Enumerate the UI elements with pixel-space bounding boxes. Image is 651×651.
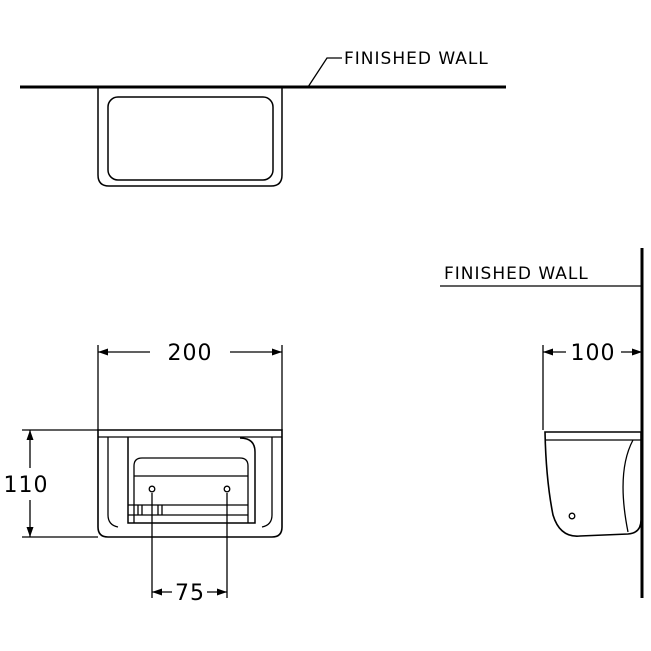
- finished-wall-label-top: FINISHED WALL: [344, 49, 489, 69]
- height-dimension-label: 110: [4, 473, 49, 498]
- side-view-body-outline: [544, 431, 642, 537]
- side-view-front-curve: [622, 439, 634, 533]
- hole-spacing-label: 75: [175, 581, 205, 606]
- leader-line-top: [307, 57, 342, 88]
- front-view-recess-inner: [133, 457, 249, 523]
- top-view-outer-outline: [97, 88, 283, 187]
- front-view: [22, 345, 283, 598]
- top-view-inner-recess: [107, 96, 274, 181]
- front-view-outer-body: [97, 429, 283, 538]
- side-view: [440, 248, 644, 598]
- width-dimension-label: 200: [168, 341, 213, 366]
- front-view-left-wing: [107, 437, 119, 528]
- finished-wall-label-side: FINISHED WALL: [444, 264, 589, 284]
- mounting-hole-right: [223, 485, 231, 493]
- mounting-hole-left: [148, 485, 156, 493]
- front-view-recess-outer: [127, 437, 256, 524]
- front-view-right-wing: [261, 437, 273, 528]
- top-view: [20, 57, 506, 187]
- depth-dimension-label: 100: [571, 341, 616, 366]
- side-view-hole: [568, 512, 576, 520]
